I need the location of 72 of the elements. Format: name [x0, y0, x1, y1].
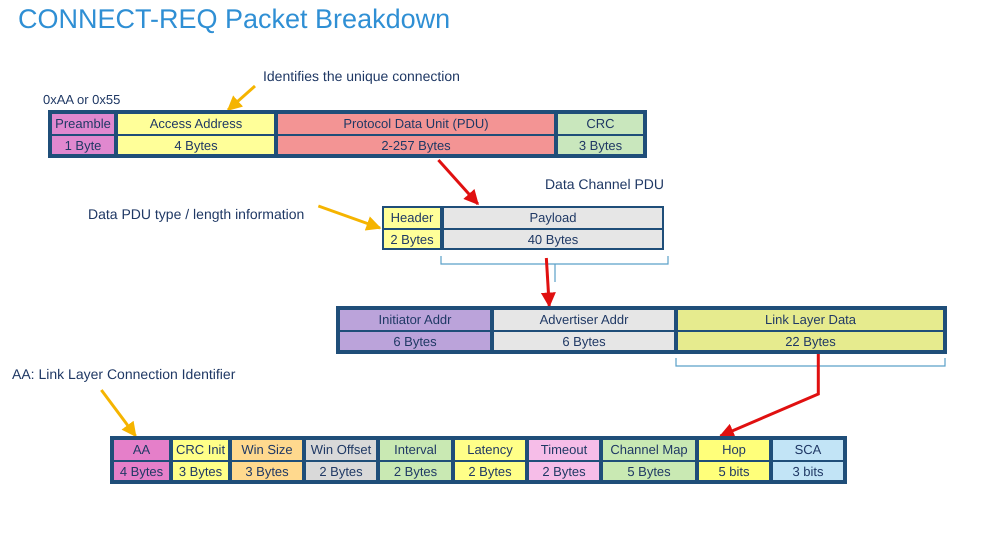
- field-cell: [556, 112, 645, 156]
- field-name: Header: [390, 210, 434, 225]
- field-cell: [171, 438, 230, 482]
- field-table: [338, 308, 945, 352]
- field-size: 3 Bytes: [245, 464, 289, 479]
- field-name: Payload: [530, 210, 576, 225]
- field-name: Interval: [394, 442, 437, 457]
- field-cell: [230, 438, 304, 482]
- field-name: Timeout: [540, 442, 588, 457]
- field-name: Channel Map: [610, 442, 688, 457]
- field-cell: [276, 112, 556, 156]
- field-size: 4 Bytes: [120, 464, 164, 479]
- field-name: Latency: [467, 442, 513, 457]
- field-size: 2-257 Bytes: [381, 138, 451, 153]
- field-name: Preamble: [55, 116, 111, 131]
- arrow: [226, 84, 256, 112]
- field-name: Initiator Addr: [378, 312, 452, 327]
- field-cell: [453, 438, 527, 482]
- field-cell: [492, 308, 676, 352]
- field-name: Hop: [722, 442, 746, 457]
- field-size: 6 Bytes: [562, 334, 606, 349]
- field-size: 3 Bytes: [578, 138, 622, 153]
- field-cell: [771, 438, 845, 482]
- field-size: 3 bits: [792, 464, 824, 479]
- arrow: [719, 354, 820, 438]
- field-table: [112, 438, 845, 482]
- field-name: CRC Init: [176, 442, 226, 457]
- arrow: [100, 389, 137, 438]
- field-size: 2 Bytes: [542, 464, 586, 479]
- field-name: Win Offset: [310, 442, 372, 457]
- field-cell: [116, 112, 276, 156]
- field-size: 2 Bytes: [319, 464, 363, 479]
- field-cell: [378, 438, 453, 482]
- field-size: 2 Bytes: [394, 464, 438, 479]
- field-cell: [382, 206, 442, 250]
- field-cell: [697, 438, 771, 482]
- field-name: Access Address: [150, 116, 242, 131]
- field-size: 5 bits: [718, 464, 750, 479]
- arrow: [437, 159, 479, 206]
- field-cell: [50, 112, 116, 156]
- arrow: [318, 204, 382, 231]
- field-name: Advertiser Addr: [540, 312, 628, 327]
- field-cell: [304, 438, 378, 482]
- field-name: Win Size: [241, 442, 293, 457]
- field-size: 6 Bytes: [393, 334, 437, 349]
- field-size: 2 Bytes: [390, 232, 434, 247]
- field-cell: [601, 438, 697, 482]
- field-name: AA: [132, 442, 150, 457]
- field-table: [50, 112, 645, 156]
- field-size: 5 Bytes: [627, 464, 671, 479]
- field-name: Link Layer Data: [764, 312, 856, 327]
- field-size: 40 Bytes: [528, 232, 578, 247]
- annotation-text: AA: Link Layer Connection Identifier: [12, 366, 236, 382]
- field-cell: [112, 438, 171, 482]
- field-cell: [338, 308, 492, 352]
- field-name: SCA: [794, 442, 822, 457]
- field-size: 22 Bytes: [785, 334, 836, 349]
- field-name: CRC: [586, 116, 615, 131]
- arrow: [540, 258, 556, 308]
- field-cell: [527, 438, 601, 482]
- field-size: 3 Bytes: [178, 464, 222, 479]
- field-name: Protocol Data Unit (PDU): [343, 116, 489, 131]
- table-heading: Data Channel PDU: [544, 176, 664, 192]
- annotation-text: Identifies the unique connection: [263, 68, 460, 84]
- field-size: 4 Bytes: [174, 138, 218, 153]
- annotation-text: Data PDU type / length information: [88, 206, 304, 222]
- note-label: 0xAA or 0x55: [43, 92, 120, 107]
- field-size: 1 Byte: [64, 138, 102, 153]
- slide-title: CONNECT-REQ Packet Breakdown: [18, 4, 450, 35]
- field-cell: [676, 308, 945, 352]
- field-size: 2 Bytes: [468, 464, 512, 479]
- field-cell: [442, 206, 664, 250]
